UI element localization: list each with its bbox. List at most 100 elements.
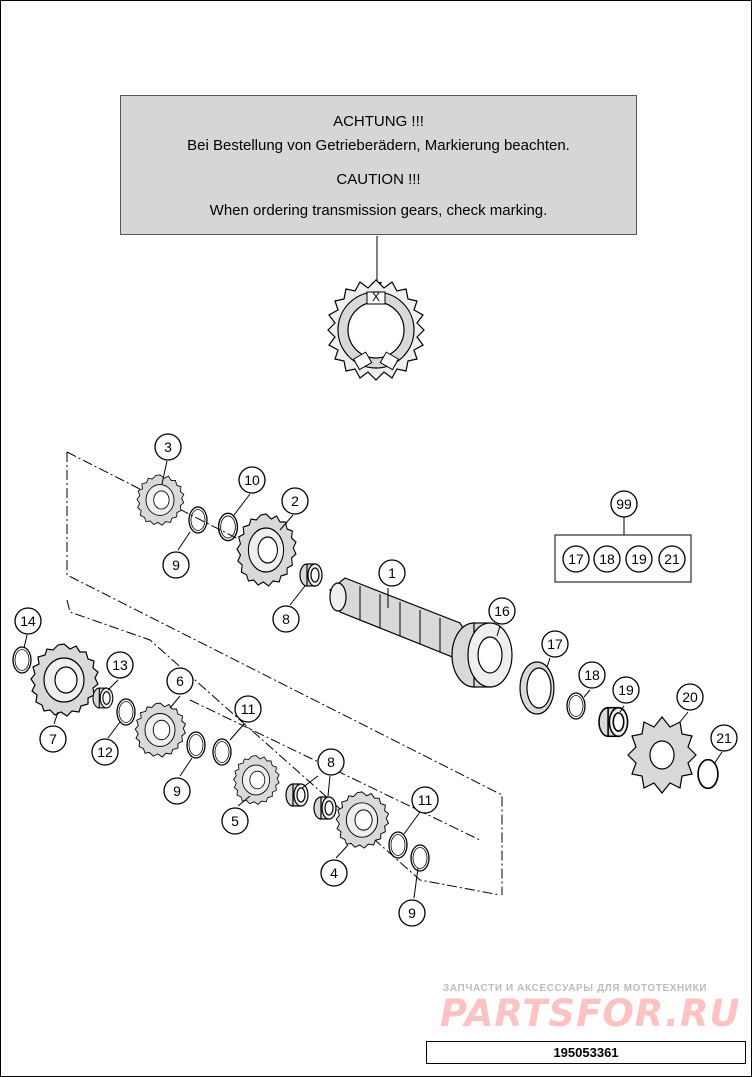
main-shaft bbox=[329, 577, 471, 659]
callout-circle bbox=[272, 605, 300, 633]
callout-c6: 6 bbox=[166, 667, 194, 695]
bush-8b bbox=[285, 783, 309, 807]
callout-label: 18 bbox=[584, 667, 600, 683]
callout-label: 10 bbox=[244, 472, 260, 488]
callout-label: 19 bbox=[618, 682, 634, 698]
gear-14-ring bbox=[12, 646, 32, 674]
callout-circle bbox=[578, 661, 606, 689]
callout-label: 1 bbox=[388, 565, 396, 581]
kit-item-17: 17 bbox=[562, 545, 590, 573]
gear-2 bbox=[236, 513, 297, 587]
callout-circle bbox=[163, 777, 191, 805]
callout-label: 8 bbox=[327, 754, 335, 770]
washer-11b bbox=[388, 831, 408, 859]
callout-label: 4 bbox=[330, 865, 338, 881]
kit-item-circle bbox=[593, 545, 621, 573]
kit-item-18: 18 bbox=[593, 545, 621, 573]
callout-circle bbox=[221, 807, 249, 835]
callout-label: 99 bbox=[616, 496, 632, 512]
callout-label: 21 bbox=[716, 730, 732, 746]
callout-c8a: 8 bbox=[272, 605, 300, 633]
marked-gear-detail bbox=[327, 279, 425, 381]
callout-c17: 17 bbox=[541, 630, 569, 658]
gear-6 bbox=[134, 702, 186, 758]
bush-19 bbox=[598, 706, 629, 738]
callout-circle bbox=[166, 667, 194, 695]
notice-en-text: When ordering transmission gears, check … bbox=[209, 202, 548, 219]
kit-item-21: 21 bbox=[658, 545, 686, 573]
document-number: 195053361 bbox=[426, 1041, 746, 1064]
callout-c3: 3 bbox=[154, 433, 182, 461]
callout-c10: 10 bbox=[238, 466, 266, 494]
callout-c4: 4 bbox=[320, 859, 348, 887]
callout-circle bbox=[676, 683, 704, 711]
callout-circle bbox=[488, 597, 516, 625]
callout-circle bbox=[91, 738, 119, 766]
washer-12 bbox=[116, 698, 136, 726]
assembly-outline-top bbox=[66, 451, 251, 546]
watermark-tagline: ЗАПЧАСТИ И АКСЕССУАРЫ ДЛЯ МОТОТЕХНИКИ bbox=[443, 983, 708, 994]
callout-c16: 16 bbox=[488, 597, 516, 625]
callout-circle bbox=[238, 466, 266, 494]
leader-lines bbox=[23, 460, 723, 899]
ordering-notice-box: ACHTUNG !!! Bei Bestellung von Getrieber… bbox=[120, 95, 637, 235]
gear-3 bbox=[136, 474, 185, 526]
kit-item-label: 21 bbox=[664, 551, 680, 567]
circlip-9b bbox=[186, 731, 206, 759]
callout-circle bbox=[14, 607, 42, 635]
callout-label: 7 bbox=[49, 731, 57, 747]
callout-circle bbox=[317, 748, 345, 776]
seal-17 bbox=[519, 661, 555, 715]
kit-item-19: 19 bbox=[625, 545, 653, 573]
callout-c7: 7 bbox=[39, 725, 67, 753]
bush-13 bbox=[92, 687, 114, 709]
callout-label: 16 bbox=[494, 603, 510, 619]
callout-circle bbox=[378, 559, 406, 587]
callout-circle bbox=[411, 786, 439, 814]
callout-label: 9 bbox=[172, 557, 180, 573]
notice-de-title: ACHTUNG !!! bbox=[333, 113, 424, 130]
kit-item-label: 19 bbox=[631, 551, 647, 567]
callout-c2: 2 bbox=[281, 487, 309, 515]
gear-7 bbox=[30, 643, 99, 717]
callout-c9b: 9 bbox=[163, 777, 191, 805]
notice-en-title: CAUTION !!! bbox=[336, 171, 421, 188]
bearing-16 bbox=[451, 622, 513, 688]
gear-4 bbox=[335, 791, 389, 849]
callout-circle bbox=[398, 899, 426, 927]
callout-c9a: 9 bbox=[162, 551, 190, 579]
callout-c12: 12 bbox=[91, 738, 119, 766]
callout-c9c: 9 bbox=[398, 899, 426, 927]
callout-circle bbox=[320, 859, 348, 887]
callout-label: 13 bbox=[112, 657, 128, 673]
callout-circle bbox=[612, 676, 640, 704]
callout-c20: 20 bbox=[676, 683, 704, 711]
callout-c11b: 11 bbox=[411, 786, 439, 814]
callout-c8b: 8 bbox=[317, 748, 345, 776]
callout-c11a: 11 bbox=[234, 695, 262, 723]
callout-circle bbox=[610, 490, 638, 518]
callout-label: 3 bbox=[164, 439, 172, 455]
circlip-9c bbox=[410, 844, 430, 872]
gear-5 bbox=[233, 755, 280, 805]
callout-label: 20 bbox=[682, 689, 698, 705]
watermark-logo: PARTSFOR.RU bbox=[440, 992, 741, 1035]
callout-label: 12 bbox=[97, 744, 113, 760]
callout-c18: 18 bbox=[578, 661, 606, 689]
washer-18 bbox=[566, 692, 586, 720]
callout-label: 2 bbox=[291, 493, 299, 509]
marking-letter: X bbox=[372, 290, 380, 304]
callout-label: 9 bbox=[408, 905, 416, 921]
assembly-outline-right bbox=[66, 452, 503, 895]
callout-label: 8 bbox=[282, 611, 290, 627]
washer-11a bbox=[212, 738, 232, 766]
callout-label: 6 bbox=[176, 673, 184, 689]
sprocket-20 bbox=[627, 716, 697, 794]
callout-c1: 1 bbox=[378, 559, 406, 587]
circlip-9a bbox=[188, 506, 208, 534]
callout-circle bbox=[541, 630, 569, 658]
washer-10 bbox=[217, 512, 239, 542]
kit-item-label: 18 bbox=[599, 551, 615, 567]
callout-circle bbox=[39, 725, 67, 753]
